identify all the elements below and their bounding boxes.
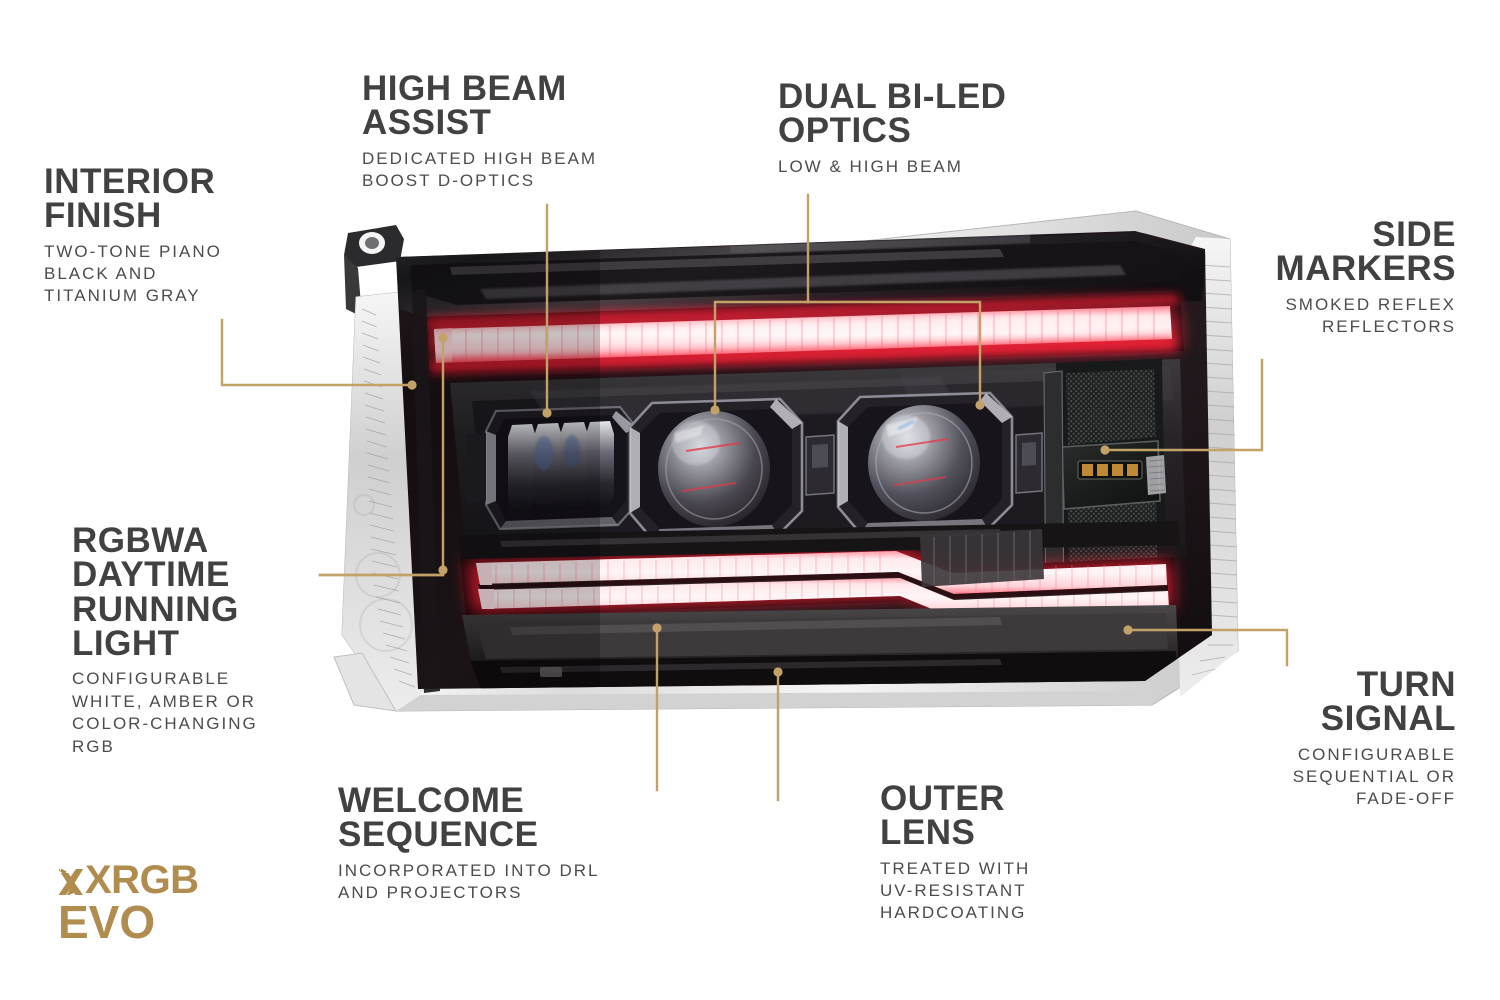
callout-side-markers: SIDE MARKERS SMOKED REFLEX REFLECTORS (1140, 215, 1456, 338)
callout-welcome-sequence-sub: INCORPORATED INTO DRL AND PROJECTORS (338, 860, 600, 903)
x-mark-icon (58, 866, 84, 896)
callout-interior-finish-title: INTERIOR FINISH (44, 162, 216, 236)
callout-turn-signal-title: TURN SIGNAL (1320, 665, 1456, 739)
interior-housing (396, 231, 1212, 689)
callout-high-beam-assist-title: HIGH BEAM ASSIST (362, 69, 567, 143)
callout-welcome-sequence: WELCOME SEQUENCE INCORPORATED INTO DRL A… (338, 781, 688, 904)
callout-turn-signal: TURN SIGNAL CONFIGURABLE SEQUENTIAL OR F… (1160, 665, 1456, 811)
callout-side-markers-sub: SMOKED REFLEX REFLECTORS (1285, 294, 1456, 337)
callout-outer-lens: OUTER LENS TREATED WITH UV-RESISTANT HAR… (880, 779, 1180, 925)
callout-high-beam-assist-sub: DEDICATED HIGH BEAM BOOST D-OPTICS (362, 148, 598, 191)
callout-interior-finish: INTERIOR FINISH TWO-TONE PIANO BLACK AND… (44, 162, 344, 308)
bi-led-projector-1 (628, 397, 804, 541)
headlight-product-image (300, 205, 1280, 725)
callout-rgbwa-sub: CONFIGURABLE WHITE, AMBER OR COLOR-CHANG… (72, 669, 258, 756)
amber-marker-leds (1077, 460, 1143, 480)
callout-interior-finish-sub: TWO-TONE PIANO BLACK AND TITANIUM GRAY (44, 241, 222, 306)
brand-logo-text1: XRGB (85, 858, 199, 902)
reflector-fins (920, 529, 1044, 587)
brand-logo: XRGB EVO (58, 860, 199, 948)
callout-high-beam-assist: HIGH BEAM ASSIST DEDICATED HIGH BEAM BOO… (362, 69, 682, 192)
brand-logo-line2: EVO (58, 895, 156, 948)
callout-rgbwa-daytime-running-light: RGBWA DAYTIME RUNNING LIGHT CONFIGURABLE… (72, 521, 362, 758)
callout-dual-bi-led-optics-title: DUAL BI-LED OPTICS (778, 77, 1007, 151)
lower-housing-tray (462, 605, 1178, 689)
callout-outer-lens-title: OUTER LENS (880, 779, 1005, 853)
bi-led-projector-2 (836, 391, 1014, 535)
callout-turn-signal-sub: CONFIGURABLE SEQUENTIAL OR FADE-OFF (1292, 744, 1456, 809)
callout-welcome-sequence-title: WELCOME SEQUENCE (338, 781, 539, 855)
lower-drl-bar (460, 543, 1176, 625)
callout-dual-bi-led-optics: DUAL BI-LED OPTICS LOW & HIGH BEAM (778, 77, 1108, 178)
callout-rgbwa-title: RGBWA DAYTIME RUNNING LIGHT (72, 521, 239, 663)
optics-tray (450, 359, 1186, 577)
headlight-illustration (333, 210, 1239, 712)
callout-dual-bi-led-optics-sub: LOW & HIGH BEAM (778, 156, 963, 176)
callout-side-markers-title: SIDE MARKERS (1275, 215, 1456, 289)
callout-outer-lens-sub: TREATED WITH UV-RESISTANT HARDCOATING (880, 858, 1031, 923)
brand-logo-line1: XRGB (58, 860, 199, 900)
high-beam-d-optic (484, 405, 638, 531)
